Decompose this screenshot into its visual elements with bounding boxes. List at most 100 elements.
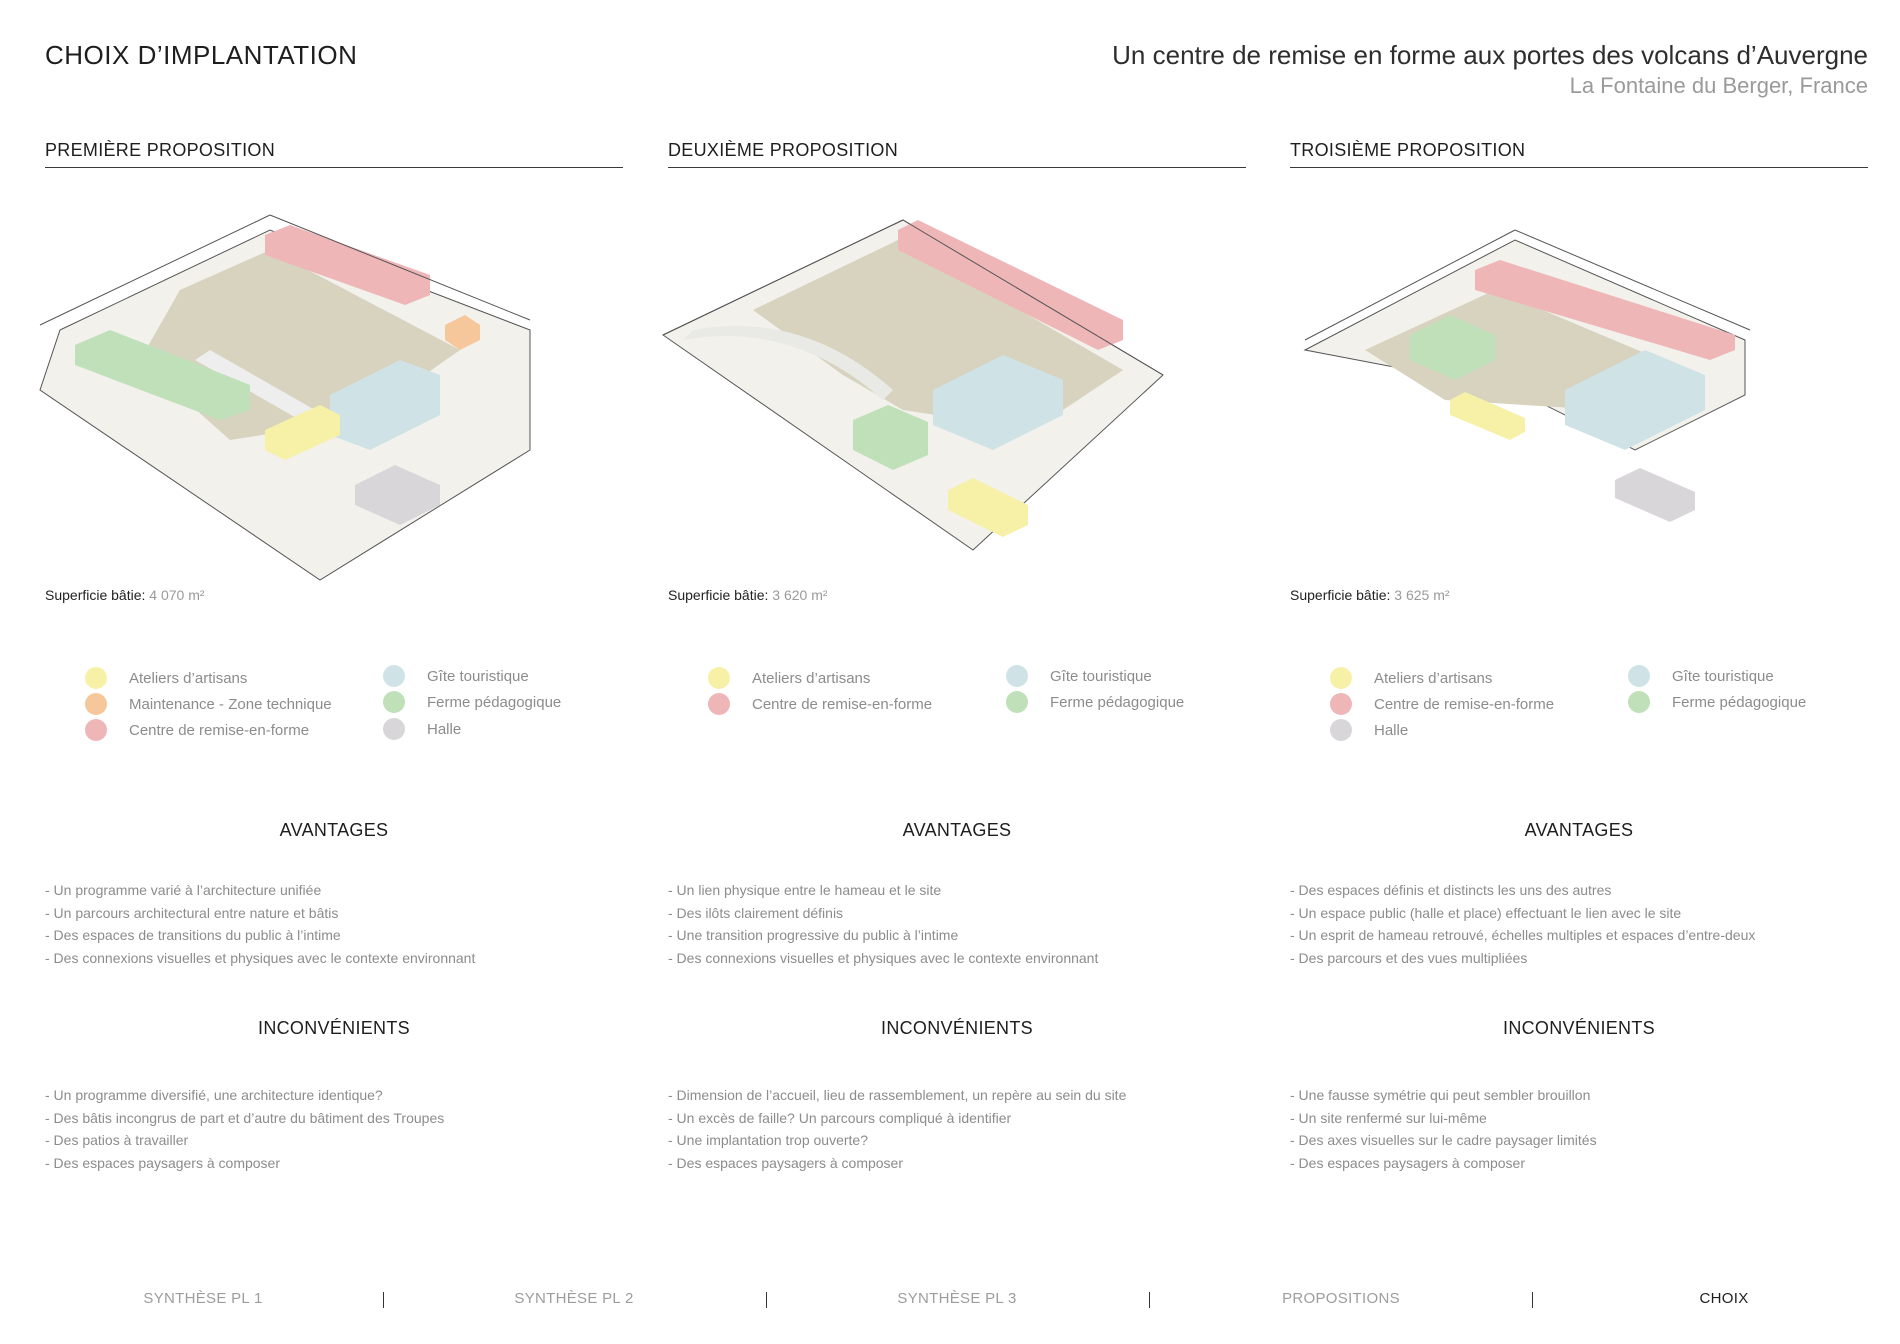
- legend-item: Ferme pédagogique: [1006, 691, 1184, 713]
- legend-label: Ateliers d’artisans: [752, 669, 871, 687]
- legend-label: Centre de remise-en-forme: [129, 721, 310, 739]
- drawbacks-heading: INCONVÉNIENTS: [881, 1018, 1033, 1038]
- legend-label: Ferme pédagogique: [1050, 693, 1185, 711]
- nav-synthese-pl3[interactable]: SYNTHÈSE PL 3: [897, 1290, 1017, 1307]
- nav-propositions[interactable]: PROPOSITIONS: [1282, 1290, 1400, 1307]
- drawback-item: - Des espaces paysagers à composer: [1290, 1154, 1525, 1171]
- legend-item: Centre de remise-en-forme: [708, 693, 932, 715]
- drawback-item: - Un excès de faille? Un parcours compli…: [668, 1109, 1012, 1126]
- legend-item: Ferme pédagogique: [1628, 691, 1806, 713]
- drawbacks-list: - Un programme diversifié, une architect…: [45, 1084, 623, 1174]
- legend-item: Ateliers d’artisans: [1330, 667, 1492, 689]
- legend-swatch-grey: [383, 718, 405, 740]
- advantages-list: - Un programme varié à l’architecture un…: [45, 879, 623, 969]
- legend-label: Maintenance - Zone technique: [129, 695, 332, 713]
- legend-label: Gîte touristique: [427, 667, 529, 685]
- nav-separator: [383, 1292, 384, 1308]
- advantage-item: - Un espace public (halle et place) effe…: [1290, 904, 1682, 921]
- drawbacks-heading: INCONVÉNIENTS: [1503, 1018, 1655, 1038]
- footer-nav: SYNTHÈSE PL 1 SYNTHÈSE PL 2 SYNTHÈSE PL …: [0, 1290, 1900, 1320]
- legend-swatch-grey: [1330, 719, 1352, 741]
- drawback-item: - Dimension de l’accueil, lieu de rassem…: [668, 1087, 1127, 1103]
- surface-label: Superficie bâtie:: [1290, 587, 1391, 603]
- legend-swatch-blue: [1628, 665, 1650, 687]
- built-surface: Superficie bâtie: 3 620 m²: [668, 587, 828, 603]
- built-surface: Superficie bâtie: 3 625 m²: [1290, 587, 1450, 603]
- legend-item: Ateliers d’artisans: [708, 667, 870, 689]
- drawback-item: - Des axes visuelles sur le cadre paysag…: [1290, 1132, 1597, 1148]
- legend: Ateliers d’artisans Centre de remise-en-…: [708, 665, 1228, 777]
- building-remise: [265, 225, 430, 305]
- legend-swatch-green: [1006, 691, 1028, 713]
- legend-item: Halle: [383, 718, 461, 740]
- legend: Ateliers d’artisans Centre de remise-en-…: [1330, 665, 1850, 777]
- drawback-item: - Un programme diversifié, une architect…: [45, 1087, 383, 1103]
- drawbacks-heading: INCONVÉNIENTS: [258, 1018, 410, 1038]
- surface-value: 3 625 m²: [1394, 587, 1450, 603]
- building-maintenance: [445, 315, 480, 350]
- dimension-line: [662, 219, 904, 336]
- advantage-item: - Des connexions visuelles et physiques …: [668, 949, 1099, 966]
- advantages-list: - Un lien physique entre le hameau et le…: [668, 879, 1246, 969]
- nav-separator: [766, 1292, 767, 1308]
- legend-label: Ferme pédagogique: [1672, 693, 1807, 711]
- advantage-item: - Des parcours et des vues multipliées: [1290, 949, 1528, 966]
- drawbacks-list: - Une fausse symétrie qui peut sembler b…: [1290, 1084, 1868, 1174]
- dimension-line: [1304, 229, 1516, 341]
- building-ferme: [75, 330, 250, 420]
- drawback-item: - Une implantation trop ouverte?: [668, 1132, 868, 1148]
- legend-item: Gîte touristique: [383, 665, 529, 687]
- building-gite: [330, 360, 440, 450]
- legend-swatch-blue: [383, 665, 405, 687]
- advantage-item: - Des ilôts clairement définis: [668, 904, 844, 921]
- legend-swatch-green: [383, 691, 405, 713]
- advantage-item: - Des espaces de transitions du public à…: [45, 927, 341, 943]
- surface-label: Superficie bâtie:: [668, 587, 769, 603]
- legend-swatch-green: [1628, 691, 1650, 713]
- proposal-title: PREMIÈRE PROPOSITION: [45, 140, 623, 168]
- legend-item: Gîte touristique: [1006, 665, 1152, 687]
- nav-choix[interactable]: CHOIX: [1699, 1290, 1749, 1307]
- proposal-column-2: DEUXIÈME PROPOSITION Superficie bâtie: 3…: [662, 140, 1246, 1190]
- drawback-item: - Des bâtis incongrus de part et d’autre…: [45, 1109, 445, 1126]
- legend-swatch-yellow: [85, 667, 107, 689]
- proposal-title: DEUXIÈME PROPOSITION: [668, 140, 1246, 168]
- advantages-heading: AVANTAGES: [279, 820, 389, 840]
- dimension-line: [1514, 229, 1751, 331]
- legend-label: Halle: [1374, 721, 1409, 739]
- legend-item: Centre de remise-en-forme: [1330, 693, 1554, 715]
- surface-value: 4 070 m²: [149, 587, 205, 603]
- legend-label: Halle: [427, 720, 462, 738]
- advantages-list: - Des espaces définis et distincts les u…: [1290, 879, 1868, 969]
- legend-label: Ateliers d’artisans: [1374, 669, 1493, 687]
- legend-label: Centre de remise-en-forme: [752, 695, 933, 713]
- legend-swatch-orange: [85, 693, 107, 715]
- nav-separator: [1532, 1292, 1533, 1308]
- legend-label: Centre de remise-en-forme: [1374, 695, 1555, 713]
- legend-item: Halle: [1330, 719, 1408, 741]
- legend-item: Centre de remise-en-forme: [85, 719, 309, 741]
- building-ferme: [1410, 315, 1495, 380]
- nav-synthese-pl1[interactable]: SYNTHÈSE PL 1: [143, 1290, 263, 1307]
- building-halle: [355, 465, 440, 525]
- advantage-item: - Des connexions visuelles et physiques …: [45, 949, 476, 966]
- dimension-line: [902, 219, 1164, 376]
- drawback-item: - Des espaces paysagers à composer: [45, 1154, 280, 1171]
- proposal-column-3: TROISIÈME PROPOSITION Superficie bâtie: …: [1290, 140, 1868, 1190]
- dimension-line: [39, 214, 271, 326]
- drawback-item: - Des espaces paysagers à composer: [668, 1154, 903, 1171]
- advantages-heading: AVANTAGES: [902, 820, 1012, 840]
- legend-label: Ferme pédagogique: [427, 693, 562, 711]
- building-halle: [1615, 468, 1695, 522]
- dimension-line: [269, 214, 531, 321]
- page-title: CHOIX D’IMPLANTATION: [45, 40, 358, 70]
- nav-separator: [1149, 1292, 1150, 1308]
- legend: Ateliers d’artisans Maintenance - Zone t…: [85, 665, 605, 777]
- advantage-item: - Un programme varié à l’architecture un…: [45, 882, 322, 898]
- nav-synthese-pl2[interactable]: SYNTHÈSE PL 2: [514, 1290, 634, 1307]
- project-title: Un centre de remise en forme aux portes …: [1112, 40, 1868, 70]
- building-ferme: [853, 405, 928, 470]
- proposal-column-1: PREMIÈRE PROPOSITION Superficie bâtie: 4…: [39, 140, 623, 1190]
- legend-swatch-red: [85, 719, 107, 741]
- advantage-item: - Des espaces définis et distincts les u…: [1290, 882, 1612, 898]
